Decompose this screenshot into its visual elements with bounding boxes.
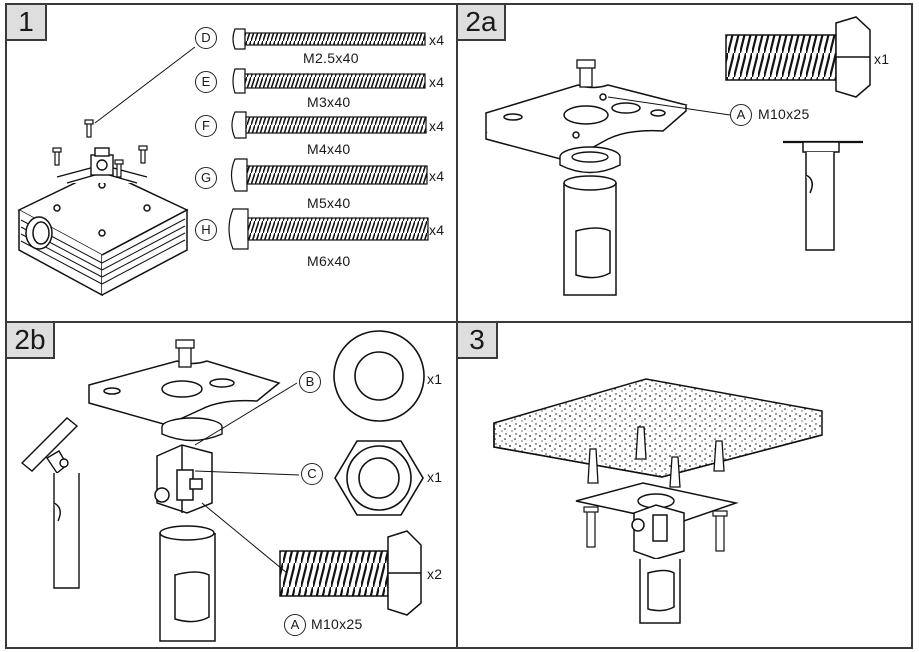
screw-g-qty: x4 bbox=[429, 168, 445, 184]
ceiling-plate bbox=[485, 84, 688, 162]
nut-c bbox=[334, 440, 424, 516]
step-number: 3 bbox=[458, 323, 498, 359]
bolt-a-qty: x2 bbox=[427, 566, 443, 582]
screw-f-size: M4x40 bbox=[307, 141, 351, 157]
screw-h-size: M6x40 bbox=[307, 253, 351, 269]
screw-e bbox=[232, 68, 426, 94]
screw-d-letter: D bbox=[195, 27, 217, 49]
screw-e-qty: x4 bbox=[429, 74, 445, 90]
screw-f bbox=[231, 111, 427, 139]
screw-g-letter: G bbox=[195, 167, 217, 189]
extension-pipe bbox=[639, 559, 681, 624]
screw-d-size: M2.5x40 bbox=[303, 50, 359, 66]
screw-e-letter: E bbox=[195, 71, 217, 93]
step-number: 2a bbox=[458, 5, 506, 41]
screw-g-size: M5x40 bbox=[307, 195, 351, 211]
projector-screws bbox=[52, 119, 148, 178]
bolt-in-plate bbox=[175, 339, 195, 368]
bolt-a-size: M10x25 bbox=[311, 616, 363, 632]
extension-pipe bbox=[563, 175, 617, 296]
tilt-joint bbox=[631, 504, 685, 560]
washer-b-letter: B bbox=[299, 371, 321, 393]
step-1-illustration bbox=[17, 28, 429, 297]
bolt-a-letter: A bbox=[730, 104, 752, 126]
washer-b-qty: x1 bbox=[427, 371, 443, 387]
step-2b-panel: 2b bbox=[5, 321, 458, 649]
screw-d-qty: x4 bbox=[429, 32, 445, 48]
screw-f-qty: x4 bbox=[429, 118, 445, 134]
bolt-a bbox=[279, 530, 422, 616]
screw-h-qty: x4 bbox=[429, 222, 445, 238]
step-3-panel: 3 bbox=[456, 321, 913, 649]
mounting-spider bbox=[56, 147, 148, 184]
extension-pipe bbox=[159, 525, 216, 642]
side-view-joint bbox=[20, 417, 80, 589]
nut-c-letter: C bbox=[301, 463, 323, 485]
projector bbox=[17, 169, 189, 297]
screw-h-letter: H bbox=[195, 219, 217, 241]
bolt-a bbox=[725, 16, 871, 98]
leader-line bbox=[94, 46, 196, 124]
bolt-a-letter: A bbox=[284, 614, 306, 636]
step-2a-panel: 2a bbox=[456, 3, 913, 323]
nut-c-qty: x1 bbox=[427, 469, 443, 485]
step-3-illustration bbox=[493, 378, 823, 624]
screw-h bbox=[228, 208, 429, 250]
ceiling-plate bbox=[88, 360, 281, 426]
screw-g bbox=[230, 158, 428, 192]
ceiling-slab bbox=[493, 378, 823, 478]
step-2a-illustration bbox=[485, 16, 871, 296]
step-2b-illustration bbox=[20, 330, 425, 642]
swivel-ring bbox=[559, 146, 621, 174]
bolt-a-size: M10x25 bbox=[758, 106, 810, 122]
side-view-pole bbox=[783, 140, 863, 251]
screw-e-size: M3x40 bbox=[307, 94, 351, 110]
swivel-ring bbox=[161, 417, 223, 442]
screw-d bbox=[232, 28, 426, 50]
step-number: 1 bbox=[7, 5, 47, 41]
washer-b bbox=[333, 330, 425, 422]
tilt-joint bbox=[154, 444, 213, 514]
lag-screws bbox=[583, 506, 728, 552]
step-number: 2b bbox=[7, 323, 55, 359]
bolt-a-qty: x1 bbox=[874, 51, 890, 67]
screw-f-letter: F bbox=[195, 115, 217, 137]
step-1-panel: 1 bbox=[5, 3, 458, 323]
bolt-in-plate bbox=[576, 59, 596, 88]
wall-anchors bbox=[587, 426, 725, 488]
